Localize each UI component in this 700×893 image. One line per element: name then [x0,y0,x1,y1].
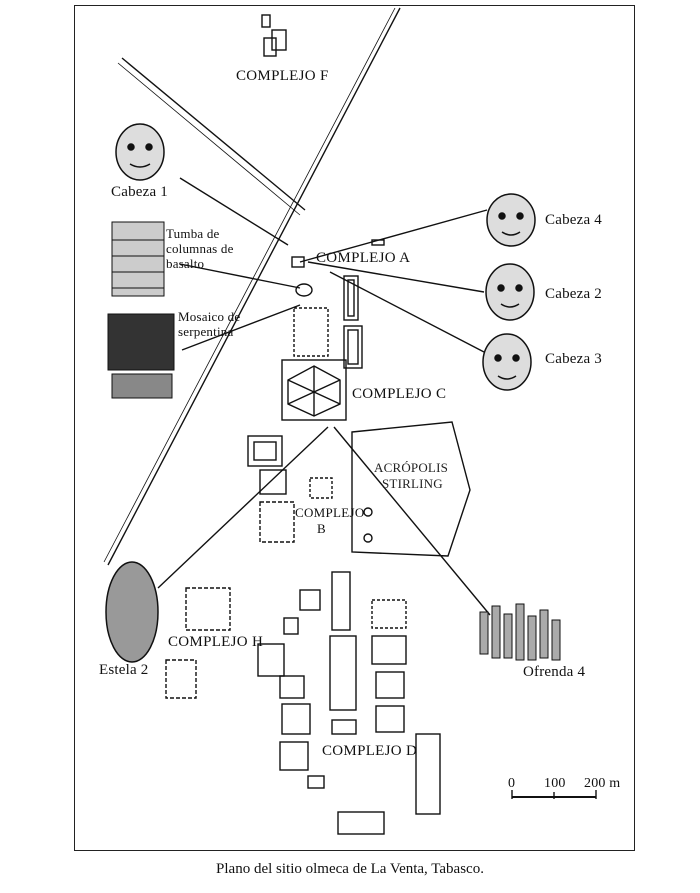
cabeza1-head-picture [115,123,165,181]
ofrenda4-figurines-picture [479,603,561,661]
acropolis-label-line2: STIRLING [382,476,443,491]
complejo-h-label: COMPLEJO H [168,634,264,650]
leader-cabeza3 [329,271,485,353]
leader-mosaico [181,304,301,351]
tumba-label: Tumba de columnas de basalto [166,226,234,271]
road-diagonal-main [107,7,401,566]
cabeza3-label: Cabeza 3 [545,351,602,367]
tumba-columns-picture [111,221,165,297]
cabeza3-head-picture [482,333,532,391]
acropolis-outline [351,421,471,557]
map-frame [74,5,635,851]
leader-tumba [179,263,301,289]
estela2-label: Estela 2 [99,662,149,678]
scale-tick-200: 200 m [584,776,621,791]
complejo-f-label: COMPLEJO F [236,68,329,84]
leader-cabeza2 [307,261,485,293]
complejo-a-label: COMPLEJO A [316,250,411,266]
complejo-b-label-line1: COMPLEJO [295,505,365,520]
cabeza4-head-picture [486,193,536,247]
leader-cabeza4 [299,209,488,263]
mosaico-serpentina-picture [107,313,175,399]
leader-ofrenda4 [333,426,491,616]
cabeza2-head-picture [485,263,535,321]
complejo-b-label-line2: B [317,521,326,536]
cabeza1-label: Cabeza 1 [111,184,168,200]
ofrenda4-label: Ofrenda 4 [523,664,586,680]
complejo-c-label: COMPLEJO C [352,386,447,402]
mosaico-label: Mosaico de serpentina [178,309,241,339]
leader-cabeza1 [179,177,289,246]
cabeza4-label: Cabeza 4 [545,212,602,228]
complejo-d-label: COMPLEJO D [322,743,418,759]
map-caption: Plano del sitio olmeca de La Venta, Taba… [216,861,484,877]
cabeza2-label: Cabeza 2 [545,286,602,302]
leader-estela2 [157,426,329,589]
scale-tick-100: 100 [544,776,566,791]
road-diagonal-branch [121,57,306,211]
scale-tick-0: 0 [508,776,516,791]
acropolis-label-line1: ACRÓPOLIS [374,460,449,475]
estela2-picture [105,561,159,663]
